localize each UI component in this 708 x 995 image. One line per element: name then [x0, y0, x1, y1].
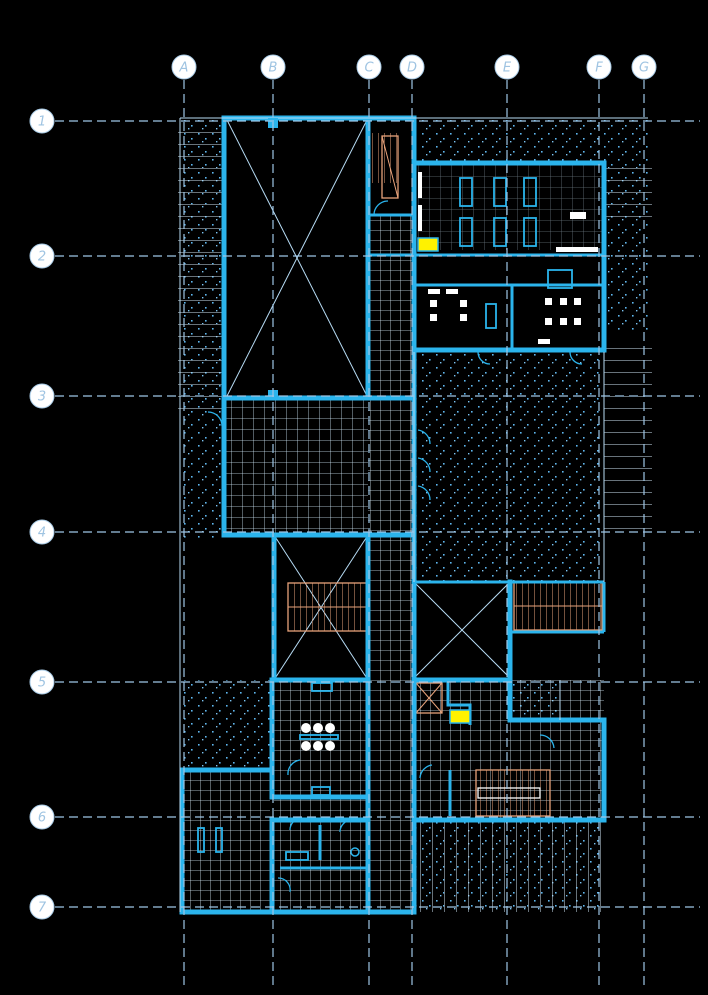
marker-yellow-lower: [449, 709, 471, 724]
door-swing-icon: [207, 200, 583, 893]
stair-icon: [370, 133, 400, 199]
column-bubble: [494, 54, 520, 80]
row-label: 2: [38, 250, 46, 265]
row-bubble: [29, 108, 55, 134]
ramp-bottom: [418, 822, 604, 912]
row-bubble: [29, 243, 55, 269]
row-bubble: [29, 894, 55, 920]
void-lower-right: [413, 581, 511, 679]
structural-grid: A B C D E F G 1 2 3 4 5 6 7: [29, 54, 700, 990]
lounge-furniture: [197, 682, 368, 870]
ramp-left: [178, 125, 224, 415]
row-label: 3: [38, 390, 46, 405]
row-bubble: [29, 669, 55, 695]
row-bubble: [29, 519, 55, 545]
column-bubble: [631, 54, 657, 80]
column-label: F: [595, 61, 603, 76]
column-label: A: [179, 61, 189, 76]
row-bubble: [29, 804, 55, 830]
column-label: C: [364, 61, 374, 76]
column-label: D: [407, 61, 417, 76]
ramp-right: [604, 160, 652, 540]
row-bubble: [29, 383, 55, 409]
office-furniture: [418, 172, 598, 344]
stair-icon: [513, 581, 603, 631]
column-bubble: [171, 54, 197, 80]
row-label: 1: [38, 115, 46, 130]
row-label: 4: [38, 526, 46, 541]
column-label: G: [639, 61, 649, 76]
column-bubble: [399, 54, 425, 80]
row-label: 6: [38, 811, 46, 826]
column-bubble: [260, 54, 286, 80]
row-label: 5: [38, 676, 46, 691]
column-bubble: [586, 54, 612, 80]
walls: [179, 115, 648, 915]
column-label: B: [269, 61, 278, 76]
column-bubble: [356, 54, 382, 80]
stair-icon: [475, 769, 551, 817]
atrium-void: [225, 117, 369, 399]
row-label: 7: [38, 901, 47, 916]
marker-yellow-upper: [417, 237, 439, 252]
stair-icon: [287, 582, 369, 632]
meeting-chairs: [430, 298, 581, 325]
column-label: E: [503, 61, 512, 76]
